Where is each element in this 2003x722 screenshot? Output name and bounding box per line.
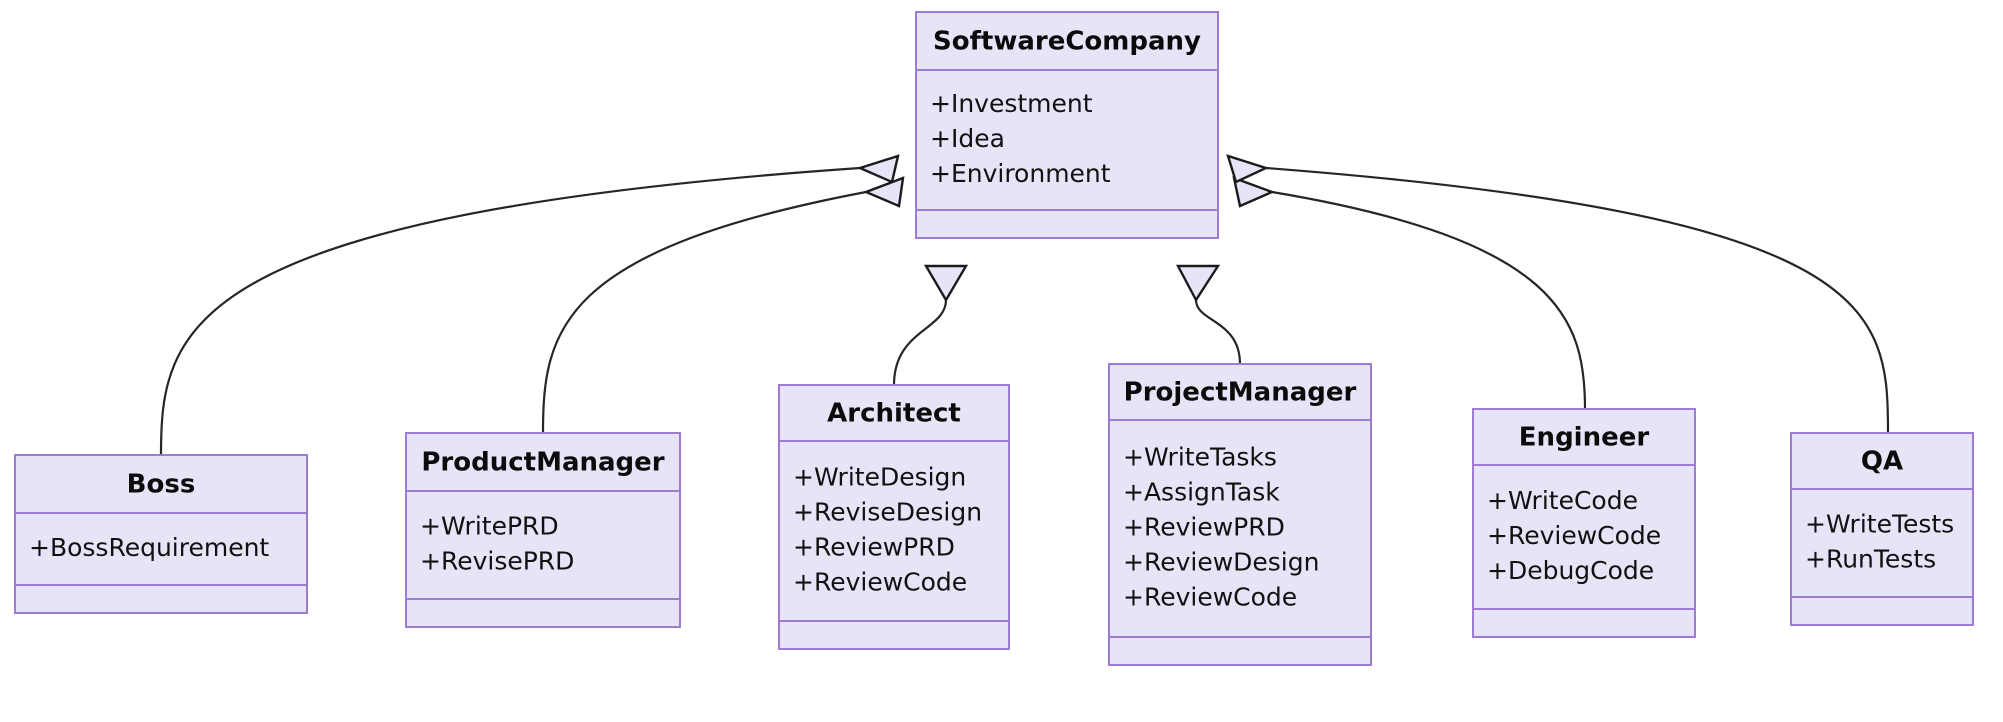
classes-layer: SoftwareCompany +Investment +Idea +Environm… (14, 11, 1974, 666)
relation-line (541, 190, 867, 434)
class-name-label: Boss (127, 470, 196, 500)
relation-projectmanager-to-softwarecompany (1176, 264, 1242, 365)
generalization-arrowhead-icon (856, 154, 900, 184)
class-name-label: Architect (827, 399, 961, 429)
class-box-outline (405, 432, 681, 628)
class-member-label: +RevisePRD (420, 547, 574, 576)
class-member-label: +ReviewCode (793, 568, 967, 597)
relation-line (1271, 190, 1587, 410)
class-member-label: +WriteTests (1805, 510, 1954, 539)
class-box-boss[interactable]: Boss +BossRequirement (14, 454, 308, 614)
relations-layer (159, 154, 1890, 456)
generalization-arrowhead-icon (1226, 154, 1270, 184)
generalization-arrowhead-icon (1176, 264, 1221, 303)
class-name-label: Engineer (1519, 423, 1650, 453)
class-box-productmanager[interactable]: ProductManager +WritePRD +RevisePRD (405, 432, 681, 628)
class-box-outline (14, 454, 308, 614)
class-box-outline (1108, 363, 1372, 666)
class-box-softwarecompany[interactable]: SoftwareCompany +Investment +Idea +Environm… (915, 11, 1219, 239)
generalization-arrowhead-icon (862, 176, 905, 208)
relation-boss-to-softwarecompany (159, 154, 900, 456)
class-member-label: +AssignTask (1123, 478, 1280, 507)
class-member-label: +ReviewCode (1487, 521, 1661, 550)
class-box-outline (1472, 408, 1696, 638)
class-name-label: ProjectManager (1124, 378, 1357, 408)
relation-line (1265, 166, 1890, 434)
class-member-label: +Investment (930, 89, 1093, 118)
class-member-label: +WriteCode (1487, 486, 1638, 515)
class-member-label: +BossRequirement (29, 533, 269, 562)
relation-line (159, 166, 861, 456)
class-box-architect[interactable]: Architect +WriteDesign +ReviseDesign +Revie… (778, 384, 1010, 650)
relation-line (892, 299, 948, 386)
class-member-label: +Environment (930, 159, 1111, 188)
class-member-label: +WriteDesign (793, 463, 966, 492)
class-box-projectmanager[interactable]: ProjectManager +WriteTasks +AssignTask +Rev… (1108, 363, 1372, 666)
class-member-label: +DebugCode (1487, 556, 1654, 585)
class-member-label: +WritePRD (420, 512, 559, 541)
class-member-label: +WriteTasks (1123, 443, 1277, 472)
relation-engineer-to-softwarecompany (1232, 176, 1587, 410)
relation-productmanager-to-softwarecompany (541, 176, 905, 434)
class-box-qa[interactable]: QA +WriteTests +RunTests (1790, 432, 1974, 626)
class-box-outline (915, 11, 1219, 239)
class-member-label: +ReviewPRD (1123, 513, 1285, 542)
class-member-label: +Idea (930, 124, 1005, 153)
class-member-label: +RunTests (1805, 545, 1936, 574)
relation-line (1194, 299, 1242, 365)
relation-qa-to-softwarecompany (1226, 154, 1890, 434)
class-member-label: +ReviewPRD (793, 533, 955, 562)
class-box-outline (1790, 432, 1974, 626)
relation-architect-to-softwarecompany (892, 264, 969, 386)
class-name-label: ProductManager (421, 448, 664, 478)
class-member-label: +ReviewDesign (1123, 548, 1319, 577)
generalization-arrowhead-icon (1232, 176, 1276, 208)
class-member-label: +ReviseDesign (793, 498, 982, 527)
class-name-label: SoftwareCompany (933, 27, 1201, 57)
generalization-arrowhead-icon (923, 264, 969, 303)
class-name-label: QA (1861, 447, 1903, 477)
class-member-label: +ReviewCode (1123, 583, 1297, 612)
class-box-outline (778, 384, 1010, 650)
class-box-engineer[interactable]: Engineer +WriteCode +ReviewCode +DebugCode (1472, 408, 1696, 638)
